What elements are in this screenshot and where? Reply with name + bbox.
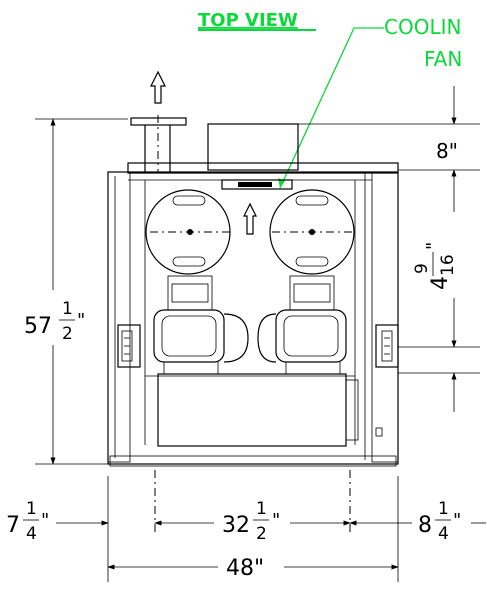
dim-left-whole: 7 xyxy=(6,513,20,538)
blower-right xyxy=(269,189,355,275)
callout-line1: COOLIN xyxy=(384,15,461,39)
exhaust-arrow-icon xyxy=(150,70,166,104)
dim-rt-num: 1 xyxy=(438,499,449,519)
dim-right-den: 16 xyxy=(438,254,458,276)
dim-left-den: 4 xyxy=(26,524,37,544)
dim-mid-unit: " xyxy=(272,510,280,531)
motor-right xyxy=(257,275,347,374)
dim-height-unit: " xyxy=(77,310,85,331)
left-bracket xyxy=(117,324,141,368)
callout-line2: FAN xyxy=(424,47,462,71)
dim-right-whole: 4 xyxy=(428,276,453,290)
motor-left xyxy=(153,275,249,374)
dim-height-whole: 57 xyxy=(24,314,52,339)
dim-right-num: 9 xyxy=(412,263,432,274)
dim-right-unit: " xyxy=(423,242,444,250)
dim-top-gap: 8" xyxy=(436,139,458,163)
dim-rt-whole: 8 xyxy=(418,513,432,538)
dim-mid-whole: 32 xyxy=(222,513,250,538)
dim-left-num: 1 xyxy=(26,499,37,519)
dim-left-unit: " xyxy=(41,510,49,531)
dim-total: 48" xyxy=(226,556,264,581)
dim-rt-den: 4 xyxy=(438,524,449,544)
callout-leader xyxy=(279,27,384,189)
right-bracket xyxy=(375,324,399,368)
lower-box xyxy=(157,373,347,447)
cooling-fan xyxy=(221,179,293,190)
dim-rt-unit: " xyxy=(453,510,461,531)
dim-mid-num: 1 xyxy=(256,499,267,519)
airflow-arrow-icon xyxy=(243,202,257,235)
dim-height-den: 2 xyxy=(62,324,73,344)
view-title: TOP VIEW xyxy=(198,10,298,31)
blower-left xyxy=(145,189,231,275)
cabinet-right-rail xyxy=(371,171,399,463)
top-box xyxy=(207,123,299,171)
dim-mid-den: 2 xyxy=(256,524,267,544)
cabinet-top-plate xyxy=(127,162,399,174)
cabinet-left-rail xyxy=(107,171,131,463)
dim-right-label: 4 9 16 " xyxy=(412,242,458,290)
dim-height-num: 1 xyxy=(62,299,73,319)
